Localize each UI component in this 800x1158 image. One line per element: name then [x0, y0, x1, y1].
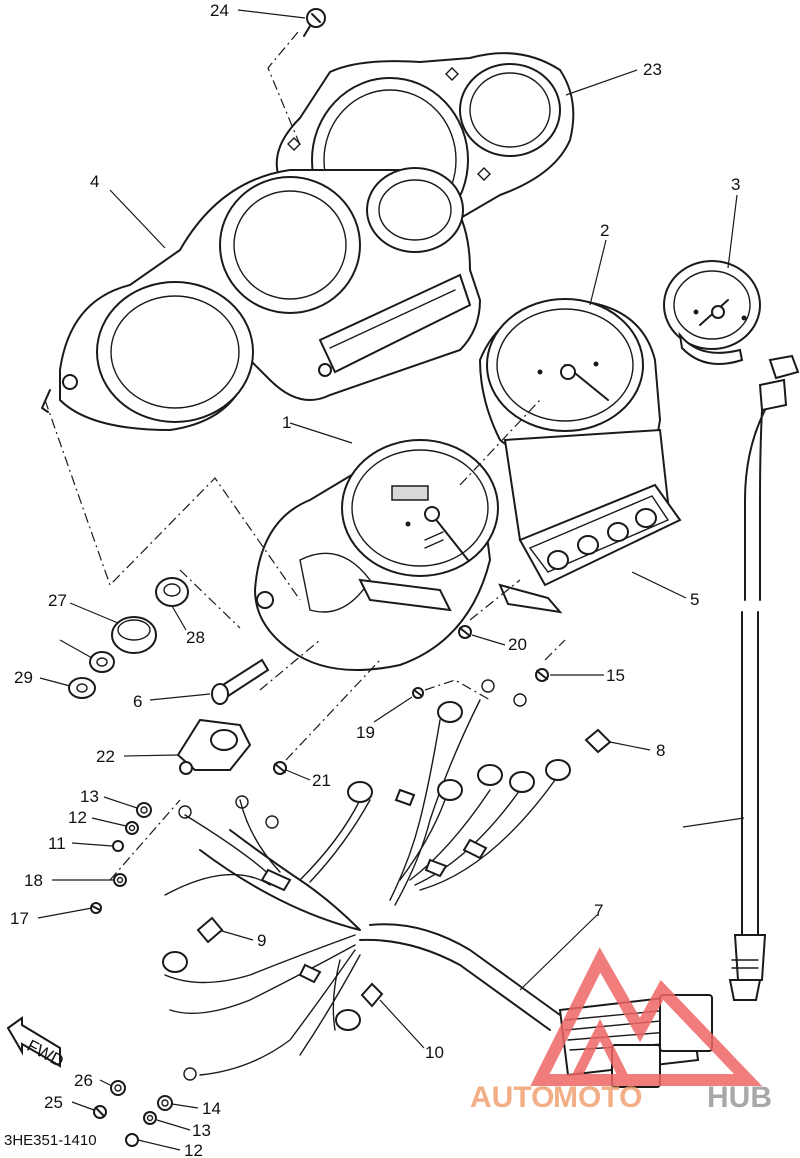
callout-10: 10: [425, 1043, 444, 1062]
watermark-moto-text: MOTO: [553, 1081, 642, 1114]
part-20-bracket: [176, 718, 252, 775]
callout-4: 4: [90, 172, 99, 191]
callout-26: 28: [186, 628, 205, 647]
part-28-collar: [89, 651, 115, 673]
callout-27: 29: [14, 668, 33, 687]
callout-15: 17: [10, 909, 29, 928]
callout-1: 1: [282, 413, 291, 432]
part-27-nut: [68, 677, 96, 699]
callout-9: 9: [257, 931, 266, 950]
part-25-grommet: [111, 616, 157, 654]
callout-18: 20: [508, 635, 527, 654]
callout-13-upper: 13: [80, 787, 99, 806]
callout-22: 24: [210, 1, 229, 20]
watermark-logo: AUTO MOTO HUB: [470, 947, 772, 1114]
diagram-code: 3HE351-1410: [4, 1132, 97, 1149]
callout-16: 18: [24, 871, 43, 890]
callout-25: 27: [48, 591, 67, 610]
hardware-small-parts: [90, 625, 612, 1147]
alignment-lines: [44, 31, 566, 881]
part-6-trip-knob: [211, 658, 270, 705]
leader-lines: [37, 9, 745, 1151]
callout-13-lower: 14: [202, 1099, 221, 1118]
part-2-tachometer: [478, 298, 672, 542]
callout-6: 6: [133, 692, 142, 711]
part-4-meter-case: [41, 167, 482, 432]
callout-20: 22: [96, 747, 115, 766]
watermark-auto-text: AUTO: [470, 1081, 554, 1114]
callout-12-lower: 13: [192, 1121, 211, 1140]
part-3-fuel-gauge: [663, 260, 761, 365]
callout-17: 19: [356, 723, 375, 742]
callout-3: 3: [731, 175, 740, 194]
callout-11-lower: 12: [184, 1141, 203, 1158]
part-26-cap: [155, 577, 189, 607]
callout-11-upper: 11: [48, 834, 66, 853]
part-5-indicator-panel: [498, 483, 682, 614]
part-1-speedometer: [253, 439, 499, 671]
callout-23: 25: [44, 1093, 63, 1112]
callout-8: 8: [656, 741, 665, 760]
part-22-screw: [303, 8, 326, 37]
callout-12-upper: 12: [68, 808, 87, 827]
callout-5: 5: [690, 590, 699, 609]
fwd-arrow: FWD: [6, 1016, 67, 1071]
watermark-hub-text: HUB: [707, 1081, 772, 1114]
callout-21: 23: [643, 60, 662, 79]
callout-2: 2: [600, 221, 609, 240]
callout-labels: 24 23 4 3 2 1 5 27 28 29 6 22 20 15 19 2…: [10, 1, 740, 1158]
callout-24: 26: [74, 1071, 93, 1090]
watermark-triangle-icon: [530, 947, 763, 1086]
callout-14: 15: [606, 666, 625, 685]
callout-19: 21: [312, 771, 331, 790]
part-29-speedometer-cable: [728, 354, 800, 1001]
callout-7: 7: [594, 901, 603, 920]
